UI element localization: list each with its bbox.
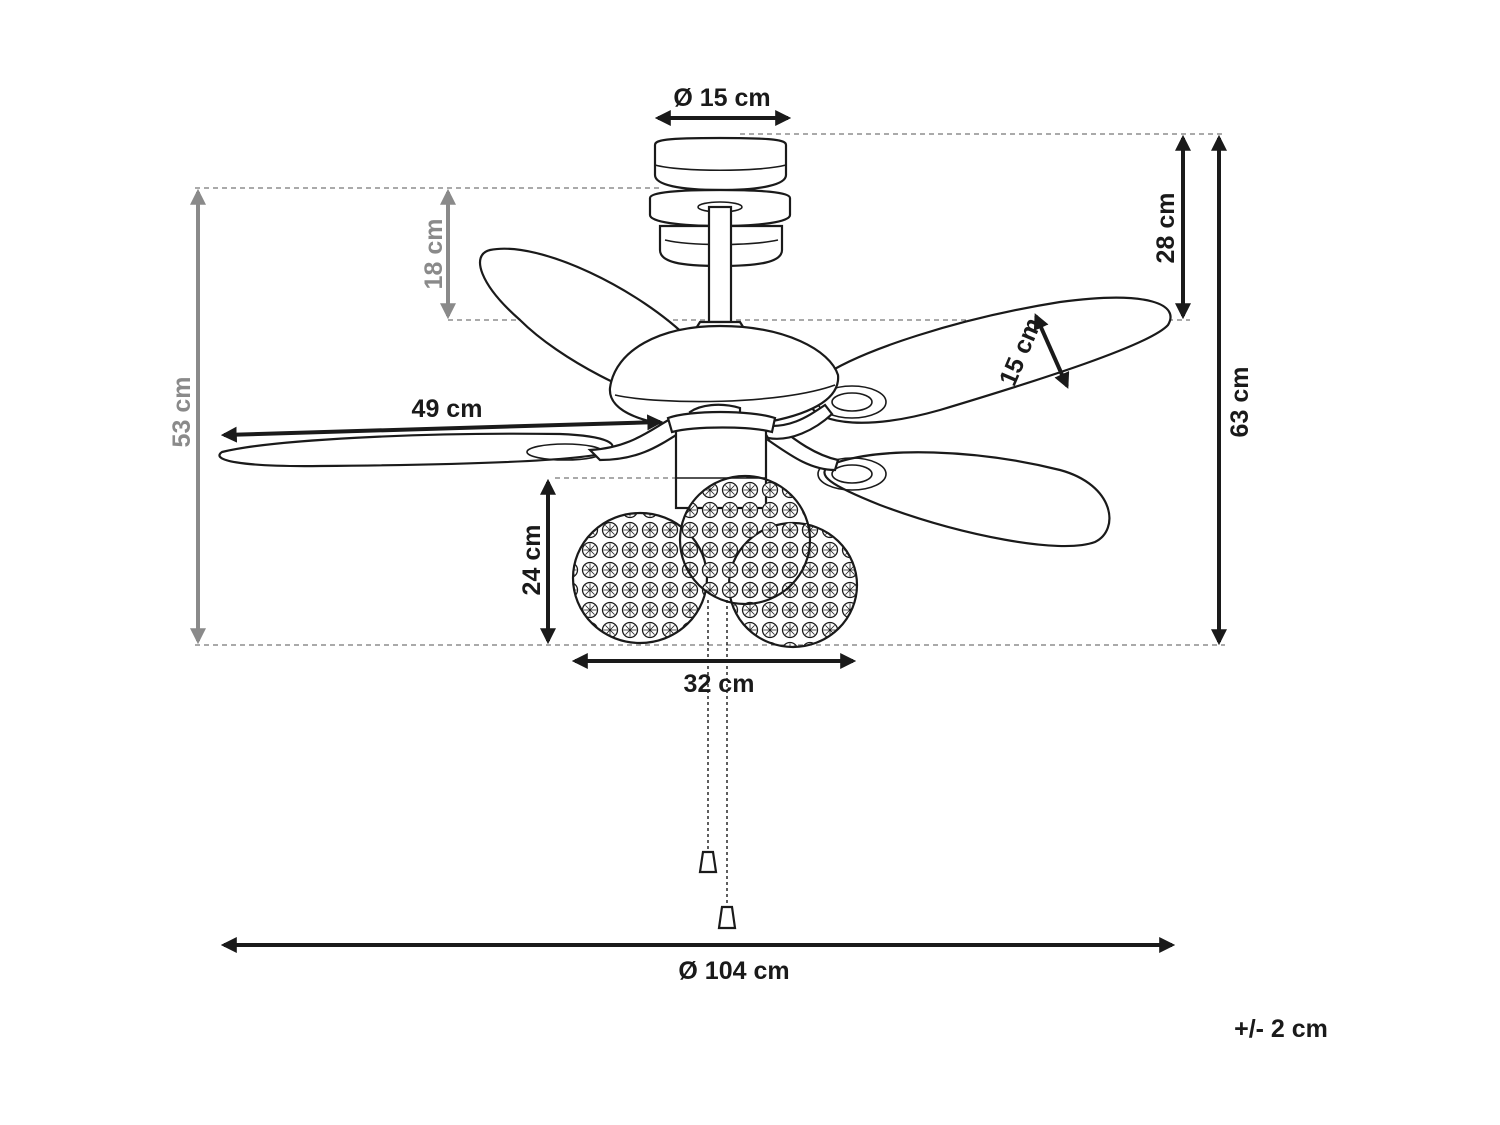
fan-diameter-label: Ø 104 cm [678, 957, 789, 985]
blade-arm-right-back [757, 403, 834, 440]
height-53-label: 53 cm [168, 377, 196, 448]
blade-length-arrow [220, 414, 664, 443]
tolerance-note: +/- 2 cm [1234, 1015, 1328, 1043]
pull-chain-fob-left [698, 850, 718, 874]
crystal-lamp-shade-center [678, 474, 812, 606]
downrod-height-label: 18 cm [420, 219, 448, 290]
dimension-arrows [190, 110, 1227, 953]
pull-chains [698, 600, 737, 930]
canopy-diameter-label: Ø 15 cm [673, 84, 770, 112]
total-height-label: 63 cm [1226, 367, 1254, 438]
lamp-height-label: 24 cm [518, 525, 546, 596]
downrod [707, 205, 733, 324]
pull-chain-fob-right [717, 905, 737, 930]
fan-blade-back-right [806, 296, 1172, 424]
blade-length-label: 49 cm [412, 395, 483, 423]
ceiling-fan-illustration [218, 136, 1172, 930]
blade-width-arrow [1033, 313, 1070, 389]
upper-height-label: 28 cm [1152, 193, 1180, 264]
lamp-width-label: 32 cm [684, 670, 755, 698]
